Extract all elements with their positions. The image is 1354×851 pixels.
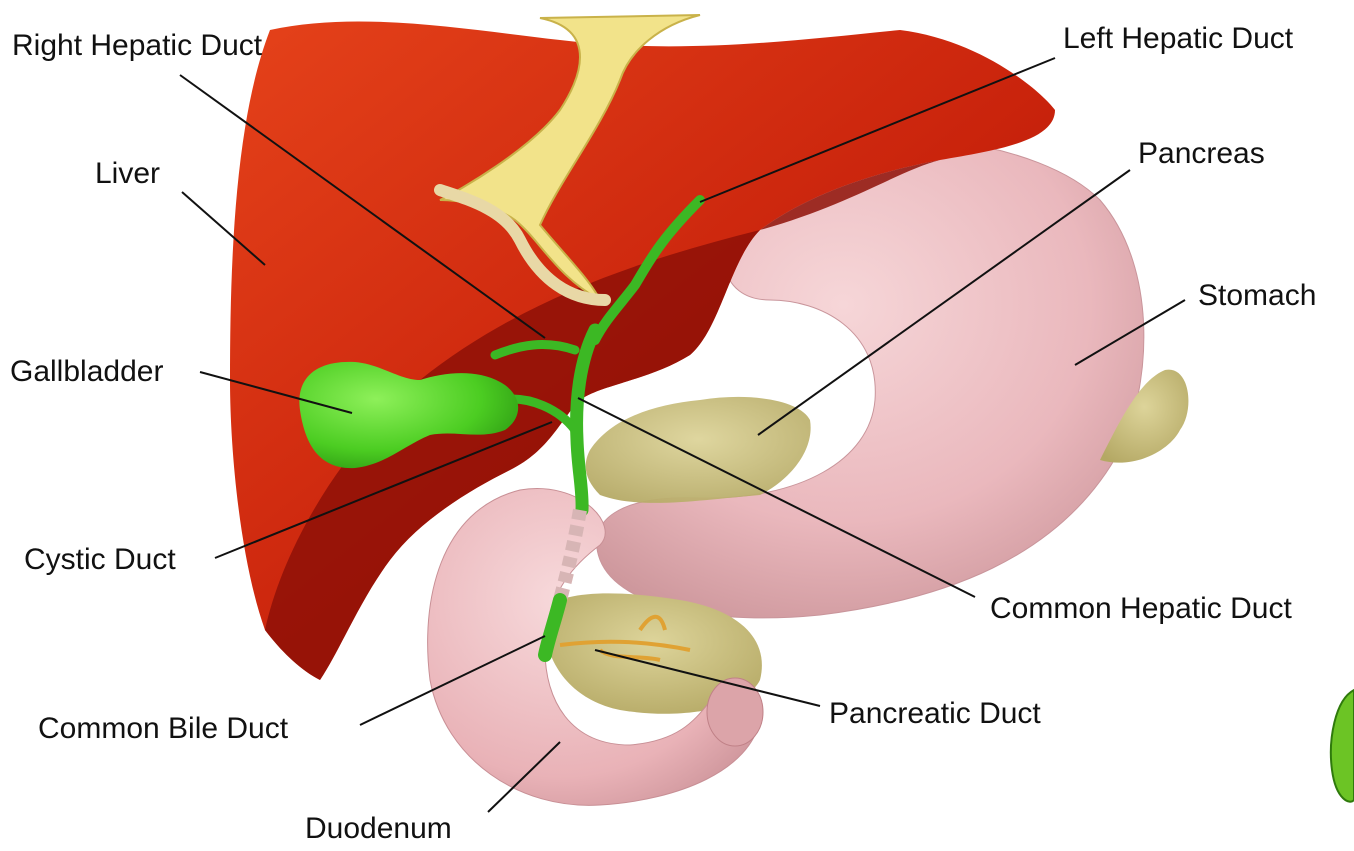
label-duodenum: Duodenum <box>305 812 452 845</box>
duodenum-end-shape <box>707 678 763 746</box>
label-common-bile-duct: Common Bile Duct <box>38 712 289 745</box>
label-cystic-duct: Cystic Duct <box>24 543 176 576</box>
label-pancreatic-duct: Pancreatic Duct <box>829 697 1041 730</box>
label-right-hepatic-duct: Right Hepatic Duct <box>12 29 263 62</box>
label-pancreas: Pancreas <box>1138 137 1265 170</box>
label-gallbladder: Gallbladder <box>10 355 163 388</box>
leaf-icon <box>1331 690 1354 802</box>
label-common-hepatic-duct: Common Hepatic Duct <box>990 592 1292 625</box>
label-stomach: Stomach <box>1198 279 1316 312</box>
label-left-hepatic-duct: Left Hepatic Duct <box>1063 22 1294 55</box>
label-liver: Liver <box>95 157 160 190</box>
pancreas-shape <box>586 397 811 503</box>
